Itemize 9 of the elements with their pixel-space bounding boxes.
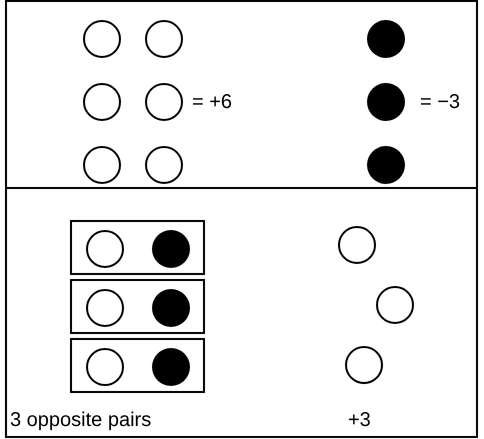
pair-box	[70, 220, 205, 275]
panel	[5, 187, 478, 438]
value-label: 3 opposite pairs	[10, 408, 152, 432]
pair-box	[70, 279, 205, 334]
panel	[5, 0, 478, 189]
value-label: = −3	[420, 90, 460, 114]
pair-box	[70, 338, 205, 393]
value-label: +3	[348, 408, 371, 432]
value-label: = +6	[192, 90, 232, 114]
